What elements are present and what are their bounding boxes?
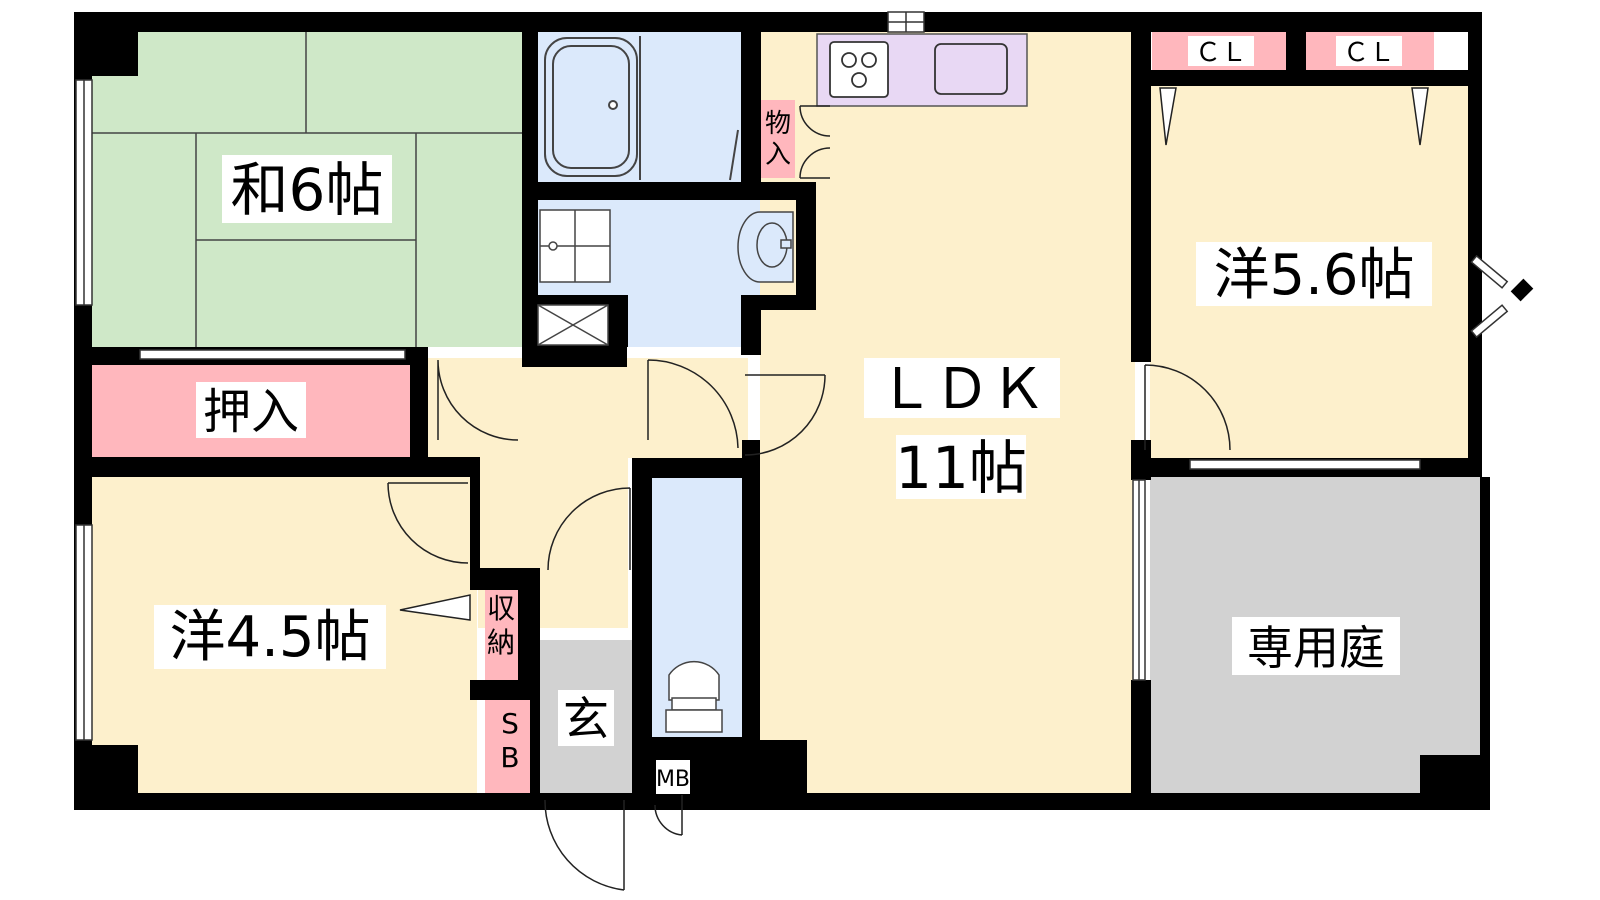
shoe-box-storage: [537, 304, 609, 346]
garden-text: 専用庭: [1247, 621, 1385, 675]
toilet: [665, 660, 723, 733]
closet-doors: [399, 87, 1429, 621]
washroom-floor-lower: [628, 295, 741, 347]
ldk-label: ＬＤＫ 11帖: [864, 357, 1060, 502]
washing-machine: [539, 209, 611, 283]
sb-label: S B: [500, 707, 519, 774]
cl-left-text: ＣＬ: [1195, 38, 1247, 68]
sb-text-1: S: [501, 707, 519, 740]
monoire-floor: [761, 100, 795, 178]
cl-left-label: ＣＬ: [1188, 36, 1254, 68]
yoshitsu-56-label: 洋5.6帖: [1196, 242, 1432, 308]
mb-text: MB: [656, 767, 690, 792]
cl-right-label: ＣＬ: [1336, 36, 1402, 68]
yoshitsu-45-text: 洋4.5帖: [169, 605, 370, 670]
kitchen-sink-icon: [934, 43, 1008, 95]
doors: [387, 105, 1231, 891]
windows: [75, 11, 1509, 741]
shuno-text-1: 収: [487, 592, 515, 625]
bathtub: [544, 36, 739, 181]
tatami-lines: [92, 32, 522, 347]
mb-label: MB: [656, 760, 690, 794]
sb-floor: [485, 700, 535, 793]
ldk-text: ＬＤＫ: [878, 357, 1046, 422]
hallway-floor: [428, 358, 748, 458]
washitsu-text: 和6帖: [231, 156, 384, 224]
sink: [737, 211, 794, 283]
washitsu-label: 和6帖: [222, 155, 392, 224]
genkan-label: 玄: [558, 690, 614, 746]
shuno-floor: [485, 590, 518, 680]
cl-right-text: ＣＬ: [1343, 38, 1395, 68]
yoshitsu-45-label: 洋4.5帖: [154, 605, 386, 670]
oshiire-label: 押入: [196, 382, 306, 440]
genkan-text: 玄: [563, 692, 609, 746]
monoire-text-2: 入: [765, 140, 791, 170]
shuno-label: 収 納: [487, 592, 515, 659]
monoire-text-1: 物: [765, 109, 791, 139]
monoire-label: 物 入: [765, 109, 791, 170]
sb-text-2: B: [500, 741, 519, 774]
stove-icon: [829, 41, 889, 98]
ldk-size-text: 11帖: [895, 434, 1027, 502]
garden-label: 専用庭: [1232, 617, 1400, 675]
yoshitsu-56-text: 洋5.6帖: [1213, 243, 1414, 308]
shuno-text-2: 納: [487, 626, 515, 659]
oshiire-text: 押入: [203, 384, 299, 440]
